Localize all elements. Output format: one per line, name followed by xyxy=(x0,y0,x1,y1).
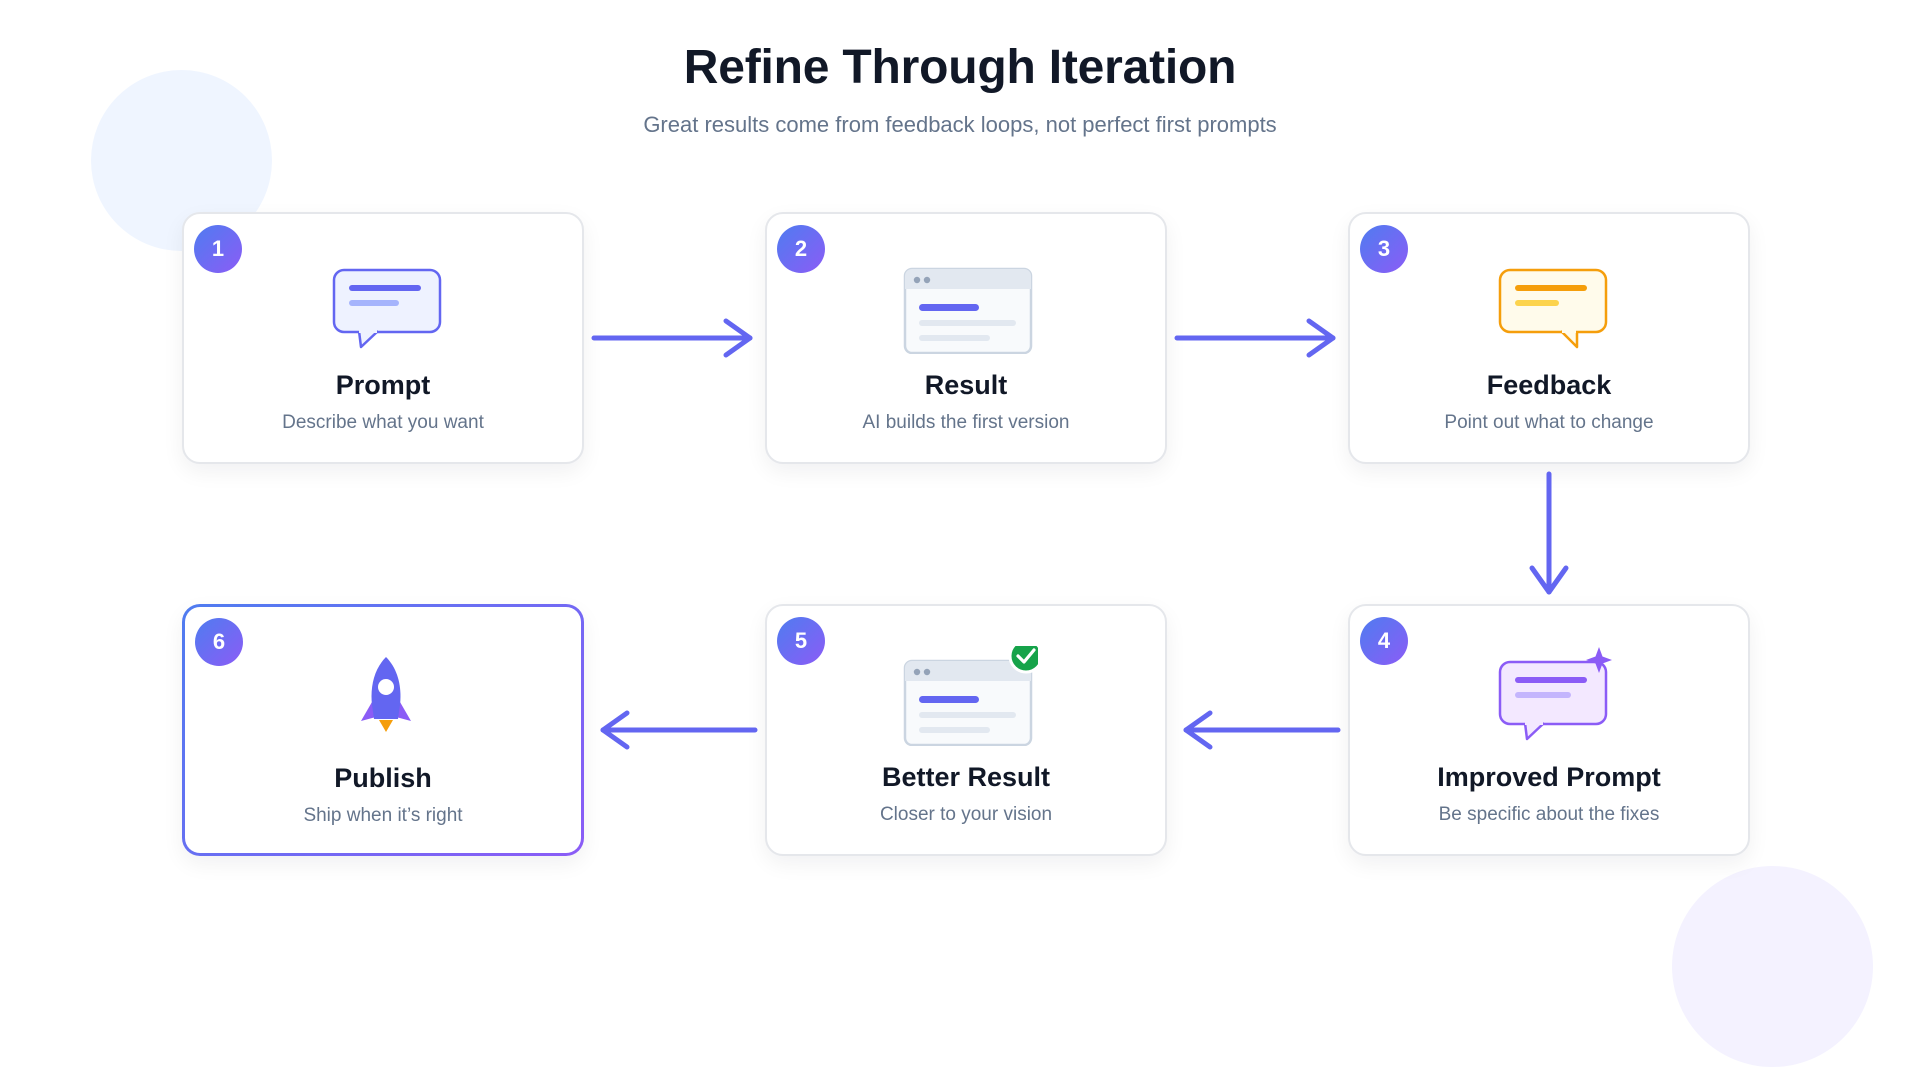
arrow-down-3-to-4 xyxy=(1529,471,1569,595)
step-description: Describe what you want xyxy=(282,412,484,433)
step-number-badge: 4 xyxy=(1360,617,1408,665)
sparkle-chat-icon xyxy=(1498,647,1612,741)
step-card-better-result: 5 Better Result Closer to your vision xyxy=(765,604,1167,856)
step-number-badge: 5 xyxy=(777,617,825,665)
rocket-icon xyxy=(361,657,411,732)
step-description: Ship when it’s right xyxy=(303,805,463,826)
browser-window-icon xyxy=(903,267,1033,354)
browser-check-icon xyxy=(903,646,1038,746)
step-number-badge: 3 xyxy=(1360,225,1408,273)
step-title: Improved Prompt xyxy=(1437,762,1661,792)
step-number-badge: 6 xyxy=(195,618,243,666)
step-description: Be specific about the fixes xyxy=(1438,804,1660,825)
feedback-bubble-icon xyxy=(1498,268,1608,349)
arrow-right-1-to-2 xyxy=(591,318,753,358)
step-title: Better Result xyxy=(881,762,1051,792)
step-number-badge: 2 xyxy=(777,225,825,273)
step-card-improved-prompt: 4 Improved Prompt Be specific about the … xyxy=(1348,604,1750,856)
page-subtitle: Great results come from feedback loops, … xyxy=(643,112,1277,137)
step-card-feedback: 3 Feedback Point out what to change xyxy=(1348,212,1750,464)
step-description: Closer to your vision xyxy=(879,804,1053,825)
step-description: Point out what to change xyxy=(1444,412,1654,433)
arrow-left-5-to-6 xyxy=(600,710,758,750)
step-title: Publish xyxy=(334,763,432,793)
step-card-result: 2 Result AI builds the first version xyxy=(765,212,1167,464)
arrow-left-4-to-5 xyxy=(1183,710,1341,750)
decorative-circle-bottom-right xyxy=(1672,866,1873,1067)
step-card-publish: 6 Publish Ship when it’s right xyxy=(182,604,584,856)
step-title: Prompt xyxy=(335,370,431,400)
step-card-prompt: 1 Prompt Describe what you want xyxy=(182,212,584,464)
page-title: Refine Through Iteration xyxy=(683,41,1237,94)
step-number-badge: 1 xyxy=(194,225,242,273)
arrow-right-2-to-3 xyxy=(1174,318,1336,358)
step-title: Result xyxy=(924,370,1008,400)
step-title: Feedback xyxy=(1486,370,1612,400)
chat-bubble-icon xyxy=(332,268,442,349)
step-description: AI builds the first version xyxy=(862,412,1070,433)
